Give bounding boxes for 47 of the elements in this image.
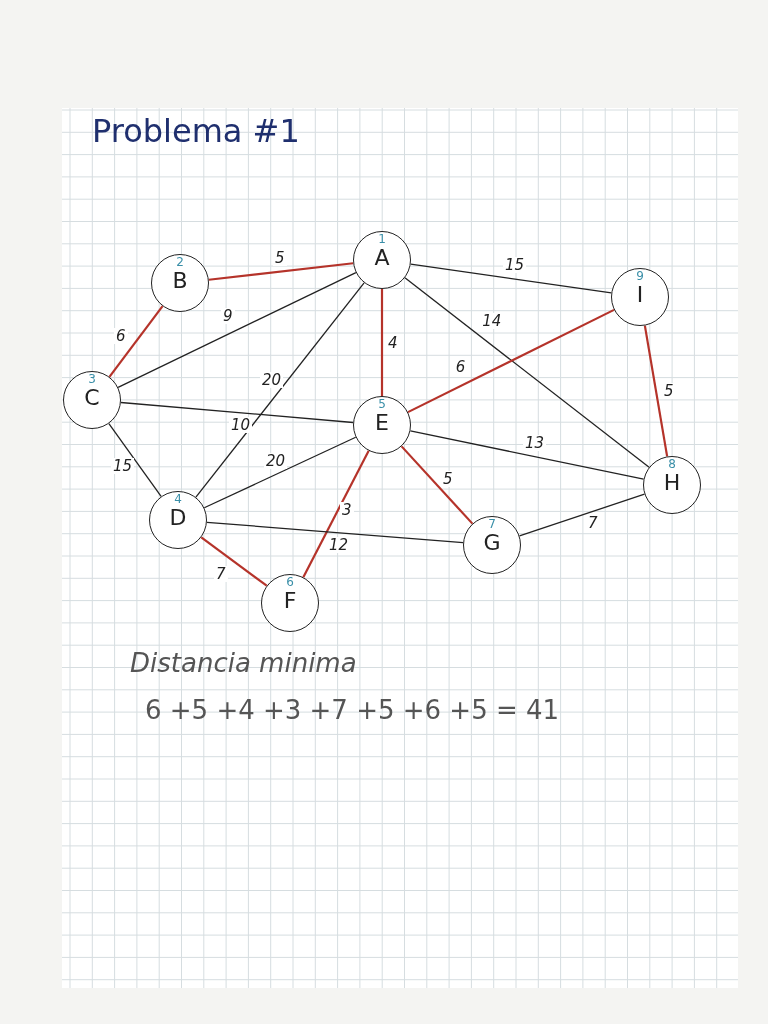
graph-edge — [407, 308, 615, 414]
graph-edge — [409, 430, 645, 480]
graph-edge — [108, 422, 162, 498]
edge-label: 5 — [662, 383, 676, 399]
graph-edge — [120, 401, 354, 424]
edge-label: 5 — [441, 471, 455, 487]
edge-label: 15 — [111, 458, 135, 474]
edge-label: 9 — [221, 308, 235, 324]
graph-edge — [410, 263, 612, 294]
graph-edge — [302, 450, 370, 578]
edge-label: 20 — [260, 372, 284, 388]
graph-edge — [203, 436, 357, 509]
graph-edge — [643, 325, 669, 457]
node-number: 7 — [487, 517, 497, 531]
note-heading: Distancia minima — [130, 648, 357, 678]
node-number: 2 — [175, 255, 185, 269]
sum-equation: 6 +5 +4 +3 +7 +5 +6 +5 = 41 — [145, 695, 560, 725]
node-letter: E — [374, 411, 390, 435]
node-letter: H — [662, 471, 682, 495]
graph-edge — [206, 521, 464, 544]
node-number: 5 — [377, 397, 387, 411]
graph-edge — [195, 282, 365, 498]
edge-label: 13 — [523, 435, 547, 451]
title: Problema #1 — [92, 112, 300, 150]
node-number: 6 — [285, 575, 295, 589]
graph-edge — [200, 536, 268, 587]
node-number: 8 — [667, 457, 677, 471]
graph-edge — [108, 305, 164, 378]
graph-edge — [518, 493, 646, 537]
node-number: 1 — [377, 232, 387, 246]
node-letter: I — [635, 283, 645, 307]
node-letter: D — [168, 506, 188, 530]
edge-label: 7 — [586, 515, 600, 531]
node-letter: A — [373, 246, 391, 270]
graph-edge — [117, 271, 357, 389]
node-number: 9 — [635, 269, 645, 283]
node-letter: B — [171, 269, 189, 293]
node-letter: G — [482, 531, 502, 555]
graph-edge — [404, 277, 650, 468]
edge-label: 3 — [340, 502, 354, 518]
graph-edge — [208, 262, 354, 281]
graph-edge — [380, 289, 384, 396]
node-letter: F — [282, 589, 298, 613]
node-number: 3 — [87, 372, 97, 386]
node-letter: C — [83, 386, 101, 410]
graph-edge — [400, 445, 474, 525]
node-number: 4 — [173, 492, 183, 506]
